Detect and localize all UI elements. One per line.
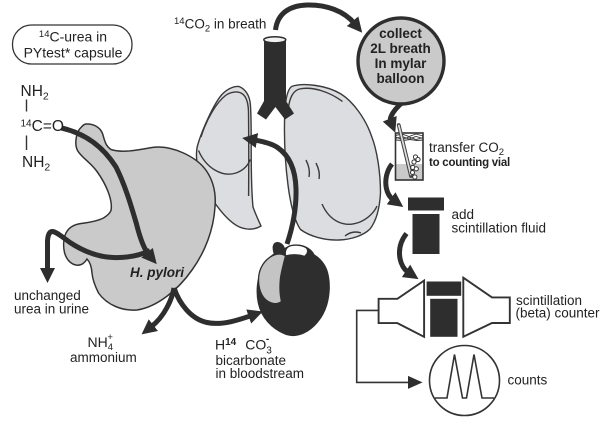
svg-text:PYtest* capsule: PYtest* capsule	[24, 45, 123, 61]
svg-text:H. pylori: H. pylori	[130, 265, 184, 280]
svg-text:scintillation: scintillation	[516, 293, 582, 308]
svg-text:14C-urea in: 14C-urea in	[39, 29, 107, 45]
svg-text:urea in urine: urea in urine	[14, 301, 89, 316]
svg-text:transfer CO2: transfer CO2	[429, 140, 504, 158]
svg-text:in bloodstream: in bloodstream	[216, 366, 305, 381]
svg-text:to counting vial: to counting vial	[429, 157, 510, 169]
svg-text:ammonium: ammonium	[70, 350, 137, 365]
svg-text:14CO2 in breath: 14CO2 in breath	[174, 16, 266, 35]
svg-text:NH4+: NH4+	[88, 332, 114, 353]
svg-text:unchanged: unchanged	[14, 288, 81, 303]
svg-text:collect: collect	[379, 26, 422, 41]
svg-text:NH2: NH2	[21, 83, 49, 103]
svg-text:bicarbonate: bicarbonate	[216, 353, 287, 368]
svg-text:scintillation fluid: scintillation fluid	[452, 221, 547, 236]
svg-text:add: add	[452, 207, 475, 222]
svg-text:NH2: NH2	[22, 154, 50, 174]
svg-text:2L breath: 2L breath	[370, 41, 431, 56]
svg-text:balloon: balloon	[377, 71, 425, 86]
svg-text:(beta) counter: (beta) counter	[516, 306, 601, 321]
svg-text:counts: counts	[508, 373, 548, 388]
svg-text:14C=O: 14C=O	[21, 118, 64, 135]
svg-text:In mylar: In mylar	[375, 56, 428, 71]
